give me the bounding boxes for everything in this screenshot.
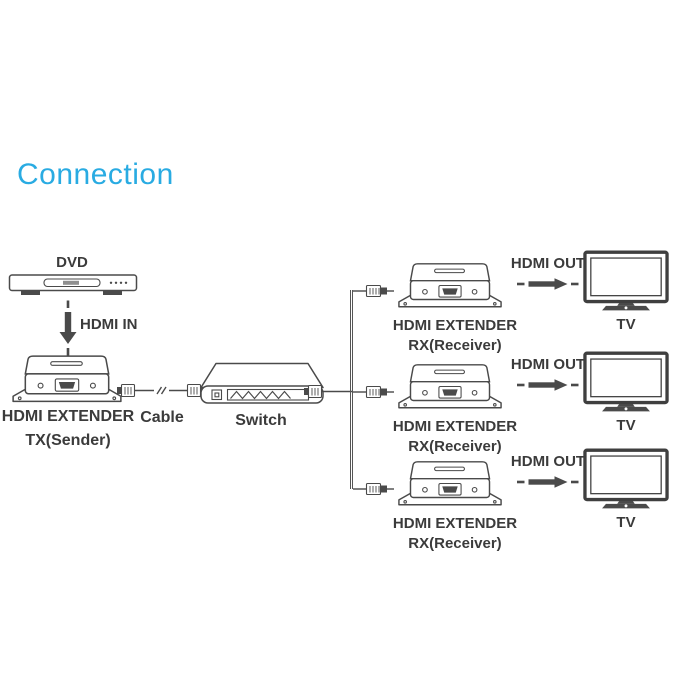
hdmi-extender-tx-icon bbox=[11, 349, 123, 410]
tv-icon bbox=[583, 351, 669, 414]
hdmi-extender-rx-icon bbox=[397, 358, 503, 416]
receiver-row: HDMI EXTENDER RX(Receiver) HDMI OUT TV bbox=[340, 250, 692, 356]
receiver-row: HDMI EXTENDER RX(Receiver) HDMI OUT TV bbox=[340, 448, 692, 554]
rx-label-line1: HDMI EXTENDER bbox=[392, 515, 518, 532]
tx-label-line1: HDMI EXTENDER bbox=[1, 408, 135, 425]
hdmi-extender-rx-icon bbox=[397, 257, 503, 315]
hdmi-out-label: HDMI OUT bbox=[510, 356, 586, 373]
dvd-player-icon bbox=[8, 273, 138, 301]
ethernet-cable-icon bbox=[116, 381, 206, 399]
tv-icon bbox=[583, 250, 669, 313]
receiver-row: HDMI EXTENDER RX(Receiver) HDMI OUT TV bbox=[340, 351, 692, 457]
hdmi-out-label: HDMI OUT bbox=[510, 255, 586, 272]
dvd-label: DVD bbox=[56, 254, 88, 271]
rj45-connector-icon bbox=[353, 385, 399, 399]
arrow-right-icon bbox=[516, 277, 580, 291]
rx-label-line1: HDMI EXTENDER bbox=[392, 317, 518, 334]
switch-label: Switch bbox=[235, 412, 287, 429]
hdmi-extender-rx-icon bbox=[397, 455, 503, 513]
tv-label: TV bbox=[616, 316, 636, 333]
rx-label-line2: RX(Receiver) bbox=[408, 438, 502, 455]
arrow-right-icon bbox=[516, 378, 580, 392]
cable-trunk-line bbox=[350, 290, 353, 489]
rx-label-line2: RX(Receiver) bbox=[408, 337, 502, 354]
tv-label: TV bbox=[616, 417, 636, 434]
arrow-right-icon bbox=[516, 475, 580, 489]
rj45-connector-icon bbox=[353, 482, 399, 496]
tx-label-line2: TX(Sender) bbox=[25, 432, 111, 449]
rx-label-line1: HDMI EXTENDER bbox=[392, 418, 518, 435]
rj45-connector-icon bbox=[353, 284, 399, 298]
cable-label: Cable bbox=[140, 409, 184, 426]
hdmi-in-label: HDMI IN bbox=[80, 316, 138, 333]
rx-label-line2: RX(Receiver) bbox=[408, 535, 502, 552]
hdmi-out-label: HDMI OUT bbox=[510, 453, 586, 470]
tv-label: TV bbox=[616, 514, 636, 531]
tv-icon bbox=[583, 448, 669, 511]
page-title: Connection bbox=[17, 158, 174, 191]
